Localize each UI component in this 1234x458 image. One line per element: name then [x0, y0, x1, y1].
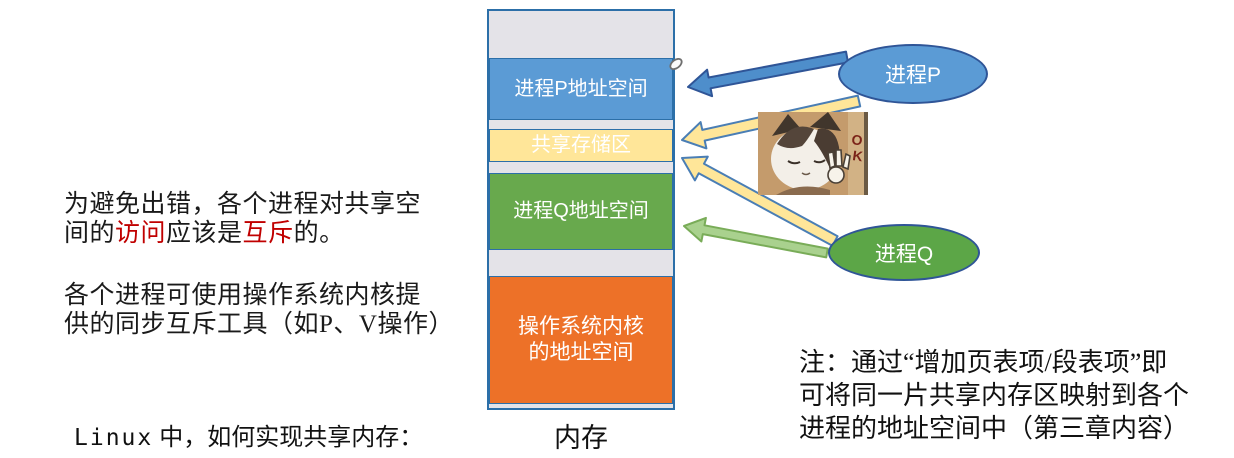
memory-segment-process-q-space: 进程Q地址空间: [489, 173, 673, 250]
arrow-process-p-to-p-space: [687, 50, 849, 98]
process-p-label: 进程P: [884, 64, 941, 87]
memory-column: 进程P地址空间 共享存储区 进程Q地址空间 操作系统内核 的地址空间: [487, 9, 675, 410]
red-keyword-access: 访问: [115, 220, 167, 247]
ok-hand-gesture: [827, 149, 851, 184]
ok-text-k: K: [852, 147, 864, 164]
mutex-warning-line2: 间的访问应该是互斥的。: [64, 220, 345, 247]
sync-tools-line1: 各个进程可使用操作系统内核提: [64, 282, 422, 309]
memory-segment-kernel-space: 操作系统内核 的地址空间: [489, 276, 673, 404]
note-line3: 进程的地址空间中（第三章内容）: [799, 414, 1190, 443]
sync-tools-paragraph: 各个进程可使用操作系统内核提 供的同步互斥工具（如P、V操作）: [64, 281, 504, 339]
mutex-warning-paragraph: 为避免出错，各个进程对共享空 间的访问应该是互斥的。: [64, 190, 484, 248]
process-q-ellipse: 进程Q: [828, 224, 980, 281]
sync-tools-line2: 供的同步互斥工具（如P、V操作）: [64, 311, 454, 338]
memory-segment-free-mid: [489, 250, 673, 276]
cat-ok-meme-image: O K: [758, 112, 868, 195]
memory-segment-free-top: [489, 11, 673, 58]
cat-ear-right: [810, 112, 841, 131]
process-p-ellipse: 进程P: [838, 44, 988, 104]
linux-question: Linux 中，如何实现共享内存：: [74, 425, 424, 451]
linux-keyword: Linux: [74, 425, 154, 451]
note-line1: 注：通过“增加页表项/段表项”即: [799, 348, 1168, 377]
memory-segment-process-p-space: 进程P地址空间: [489, 58, 673, 120]
arrow-process-q-to-q-space: [683, 216, 829, 259]
mutex-warning-line1: 为避免出错，各个进程对共享空: [64, 191, 422, 218]
process-q-label: 进程Q: [874, 242, 934, 266]
page-table-note: 注：通过“增加页表项/段表项”即 可将同一片共享内存区映射到各个 进程的地址空间…: [799, 346, 1229, 445]
memory-caption: 内存: [554, 423, 608, 453]
memory-segment-gap-2: [489, 162, 673, 173]
note-line2: 可将同一片共享内存区映射到各个: [799, 381, 1190, 410]
ok-text-o: O: [851, 131, 864, 148]
memory-segment-gap-1: [489, 120, 673, 129]
memory-segment-shared-area: 共享存储区: [489, 129, 673, 162]
red-keyword-mutex: 互斥: [242, 220, 294, 247]
